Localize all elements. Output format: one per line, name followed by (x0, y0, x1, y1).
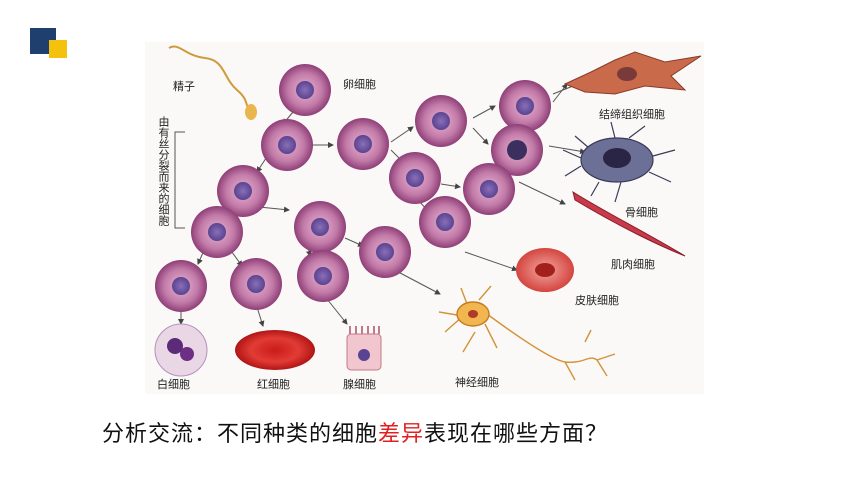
stem-cells (155, 64, 551, 312)
label-connective: 结缔组织细胞 (599, 107, 665, 121)
label-skin: 皮肤细胞 (575, 293, 619, 307)
question-part2: 表现在哪些方面？ (424, 422, 609, 447)
label-red-blood: 红细胞 (257, 378, 290, 391)
question-part1: 分析交流：不同种类的细胞 (102, 422, 379, 447)
red-blood-cell (235, 330, 315, 370)
label-muscle: 肌肉细胞 (611, 258, 655, 271)
label-egg: 卵细胞 (343, 78, 376, 91)
gland-cell (346, 326, 382, 371)
white-blood-cell (154, 323, 208, 377)
discussion-question: 分析交流：不同种类的细胞差异表现在哪些方面？ (102, 416, 608, 448)
cell-differentiation-diagram: 精子 卵细胞 结缔组织细胞 骨细胞 肌肉细胞 皮肤细胞 白细胞 红细胞 腺细胞 … (145, 42, 704, 394)
diagram-svg: 精子 卵细胞 结缔组织细胞 骨细胞 肌肉细胞 皮肤细胞 白细胞 红细胞 腺细胞 … (154, 45, 702, 391)
muscle-cell (572, 190, 686, 257)
question-highlight: 差异 (378, 422, 425, 447)
nerve-cell (438, 285, 616, 381)
bone-cell (562, 121, 676, 203)
label-sperm: 精子 (173, 80, 195, 93)
label-white-blood: 白细胞 (157, 377, 190, 391)
egg-cell (279, 64, 331, 116)
label-division-note: 由有丝分裂而来的细胞 (157, 116, 170, 226)
label-gland: 腺细胞 (343, 377, 376, 391)
sperm-cell (168, 45, 257, 120)
connective-tissue-cell (563, 51, 702, 95)
division-bracket (174, 131, 185, 229)
logo-yellow-square (49, 40, 67, 58)
label-nerve: 神经细胞 (455, 375, 499, 389)
skin-cell (516, 248, 574, 292)
label-bone: 骨细胞 (625, 206, 658, 219)
logo-mark (30, 28, 74, 64)
